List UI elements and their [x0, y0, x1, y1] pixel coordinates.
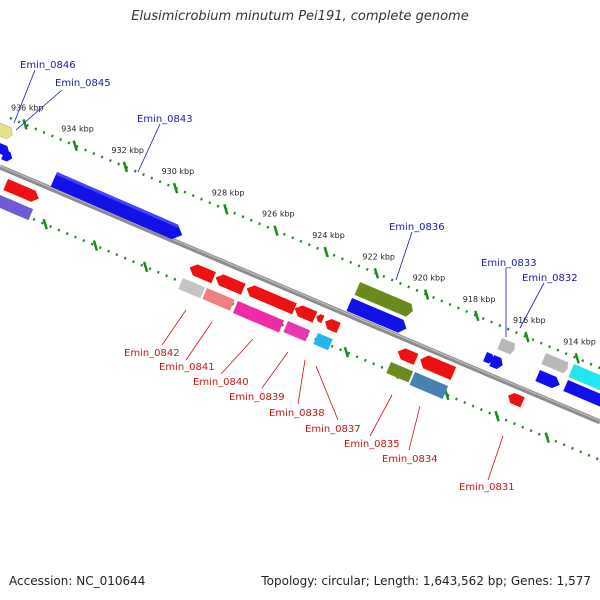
major-tick-outer [524, 331, 530, 343]
major-tick-outer [223, 204, 229, 215]
label-emin-0832[interactable]: Emin_0832 [522, 273, 578, 284]
gene-blue-right-b[interactable] [563, 380, 600, 407]
label-emin-0840[interactable]: Emin_0840 [193, 377, 249, 388]
major-tick-outer [172, 182, 179, 194]
major-tick-outer [574, 352, 580, 364]
genome-backbone [0, 164, 600, 425]
label-emin-0835[interactable]: Emin_0835 [344, 439, 400, 450]
label-emin-0843[interactable]: Emin_0843 [137, 114, 193, 125]
gene-emin-0841[interactable] [202, 288, 235, 311]
major-tick-outer [122, 161, 129, 173]
gene-emin-0840[interactable] [232, 301, 285, 333]
major-tick-outer [323, 246, 329, 258]
major-tick-inner [343, 346, 350, 358]
gene-emin-0837[interactable] [323, 317, 341, 333]
forward-genes [0, 122, 600, 407]
major-tick-outer [22, 119, 28, 130]
tick-label-936: 936 kbp [11, 103, 44, 112]
gene-blue-small-a[interactable] [483, 352, 496, 365]
gene-blue-under-0836[interactable] [346, 298, 410, 335]
tick-label-932: 932 kbp [111, 146, 144, 155]
gene-emin-0831[interactable] [506, 391, 525, 408]
major-ticks [22, 119, 580, 443]
major-tick-outer [273, 225, 279, 237]
major-tick-inner [42, 218, 48, 230]
gene-emin-0845[interactable] [1, 150, 14, 163]
gene-blue-small-b[interactable] [489, 355, 505, 371]
tick-label-914: 914 kbp [563, 337, 596, 346]
forward-gene-labels: Emin_0846 Emin_0845 Emin_0843 Emin_0836 … [13, 60, 578, 337]
gene-emin-0834[interactable] [409, 372, 449, 399]
gene-emin-0833[interactable] [497, 338, 516, 355]
tick-label-934: 934 kbp [61, 125, 94, 134]
genome-summary-text: Topology: circular; Length: 1,643,562 bp… [261, 574, 591, 588]
label-emin-0841[interactable]: Emin_0841 [159, 362, 215, 373]
gene-red-arrow-d[interactable] [315, 313, 325, 324]
tick-label-924: 924 kbp [312, 231, 345, 240]
major-tick-inner [142, 261, 149, 273]
major-tick-outer [423, 289, 430, 300]
label-emin-0837[interactable]: Emin_0837 [305, 424, 361, 435]
tick-label-918: 918 kbp [463, 295, 496, 304]
label-emin-0836[interactable]: Emin_0836 [389, 222, 445, 233]
tick-label-916: 916 kbp [513, 316, 546, 325]
gene-red-arrow-a[interactable] [187, 262, 216, 284]
gene-emin-0832[interactable] [541, 353, 570, 374]
tick-labels: 936 kbp 934 kbp 932 kbp 930 kbp 928 kbp 926 k… [11, 103, 596, 346]
gene-red-arrow-c[interactable] [244, 283, 297, 315]
major-tick-inner [92, 240, 99, 251]
gene-emin-0842[interactable] [178, 278, 206, 299]
label-emin-0842[interactable]: Emin_0842 [124, 348, 180, 359]
tick-label-926: 926 kbp [262, 210, 295, 219]
major-tick-outer [474, 310, 480, 322]
gene-cyan-small[interactable] [313, 333, 333, 351]
label-emin-0845[interactable]: Emin_0845 [55, 78, 111, 89]
gene-emin-0843[interactable] [50, 172, 186, 242]
reverse-genes [178, 262, 525, 408]
gene-emin-0836[interactable] [354, 282, 416, 318]
tick-label-920: 920 kbp [413, 274, 446, 283]
gene-emin-0839[interactable] [283, 321, 311, 342]
gene-red-arrow-f[interactable] [418, 353, 457, 380]
gene-emin-0846[interactable] [0, 122, 15, 140]
tick-label-930: 930 kbp [162, 167, 195, 176]
tick-label-922: 922 kbp [362, 252, 395, 261]
gene-emin-0838[interactable] [292, 303, 318, 323]
label-emin-0839[interactable]: Emin_0839 [229, 392, 285, 403]
gene-red-arrow-e[interactable] [395, 346, 419, 365]
reverse-gene-labels: Emin_0842 Emin_0841 Emin_0840 Emin_0839 … [124, 309, 515, 493]
gene-red-arrow-b[interactable] [213, 272, 246, 295]
label-emin-0846[interactable]: Emin_0846 [20, 60, 76, 71]
gene-fragment-purple-left[interactable] [0, 195, 34, 221]
gene-fragment-red-left[interactable] [3, 179, 41, 204]
accession-text: Accession: NC_010644 [9, 574, 146, 588]
label-emin-0833[interactable]: Emin_0833 [481, 258, 537, 269]
gene-blue-right-a[interactable] [535, 370, 562, 390]
major-tick-outer [373, 267, 380, 279]
major-tick-inner [544, 432, 550, 443]
label-emin-0831[interactable]: Emin_0831 [459, 482, 515, 493]
major-tick-inner [494, 410, 500, 422]
map-title: Elusimicrobium minutum Pei191, complete … [131, 9, 469, 24]
gene-emin-0835[interactable] [386, 362, 414, 383]
tick-label-928: 928 kbp [212, 188, 245, 197]
gene-cyan-right[interactable] [568, 364, 600, 393]
label-emin-0834[interactable]: Emin_0834 [382, 454, 438, 465]
label-emin-0838[interactable]: Emin_0838 [269, 408, 325, 419]
major-tick-outer [72, 140, 78, 151]
